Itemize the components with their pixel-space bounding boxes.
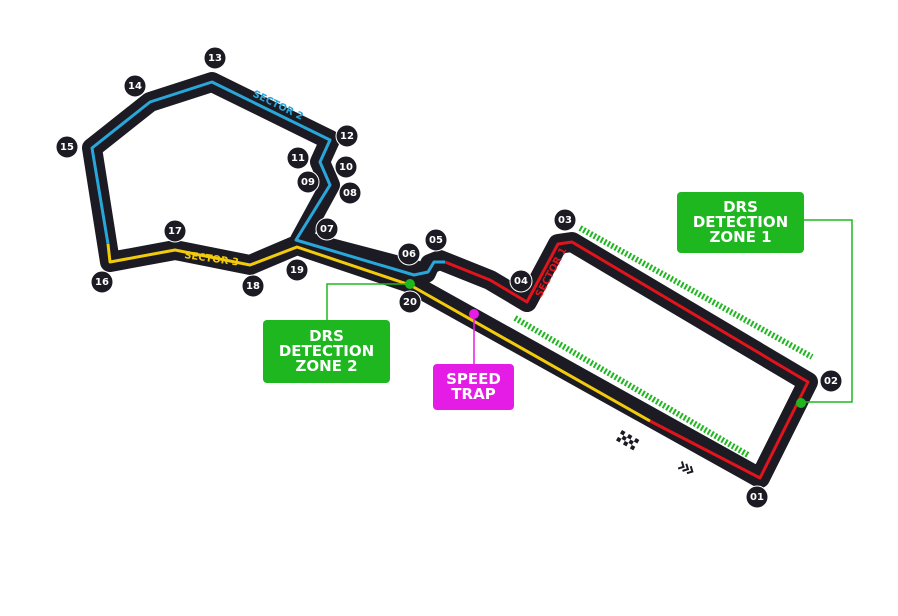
turn-number: 03 xyxy=(558,215,572,226)
turn-marker-circle xyxy=(553,208,577,232)
turn-marker: 01 xyxy=(745,485,769,509)
turn-marker-circle xyxy=(424,228,448,252)
turn-marker-circle xyxy=(123,74,147,98)
chequered-flag-icon xyxy=(616,430,640,451)
turn-marker: 11 xyxy=(286,146,310,170)
sector-2-line xyxy=(90,80,445,277)
turn-marker: 10 xyxy=(334,155,358,179)
turn-marker-circle xyxy=(203,46,227,70)
turn-number: 10 xyxy=(339,162,353,173)
drs-zone-1-marker xyxy=(578,225,814,360)
drs-zone-1-line2: DETECTION xyxy=(692,213,789,231)
turn-number: 17 xyxy=(168,226,182,237)
direction-chevrons-icon xyxy=(677,461,694,475)
turn-number: 04 xyxy=(514,276,528,287)
drs-zone-1-line1: DRS xyxy=(723,198,758,216)
turn-marker-circle xyxy=(286,146,310,170)
speed-trap-label: SPEED TRAP xyxy=(433,364,514,410)
turn-number: 07 xyxy=(320,224,334,235)
turn-marker: 04 xyxy=(509,269,533,293)
turn-marker: 09 xyxy=(296,170,320,194)
drs-zone-1-point xyxy=(796,398,806,408)
turn-marker: 03 xyxy=(553,208,577,232)
turn-marker: 18 xyxy=(241,274,265,298)
turn-number: 18 xyxy=(246,281,260,292)
turn-marker: 20 xyxy=(398,290,422,314)
turn-marker: 19 xyxy=(285,258,309,282)
turn-marker-circle xyxy=(296,170,320,194)
turn-number: 08 xyxy=(343,188,357,199)
turn-marker-circle xyxy=(398,290,422,314)
turn-marker: 14 xyxy=(123,74,147,98)
turn-marker-circle xyxy=(315,217,339,241)
turn-number: 01 xyxy=(750,492,764,503)
turn-marker-circle xyxy=(241,274,265,298)
turn-number: 06 xyxy=(402,249,416,260)
turn-marker: 08 xyxy=(338,181,362,205)
track-outline xyxy=(82,72,818,488)
turn-marker-circle xyxy=(335,124,359,148)
turn-marker: 12 xyxy=(335,124,359,148)
turn-marker-circle xyxy=(55,135,79,159)
turn-number: 11 xyxy=(291,153,305,164)
turn-marker-circle xyxy=(285,258,309,282)
turn-marker: 13 xyxy=(203,46,227,70)
turn-marker-circle xyxy=(90,270,114,294)
turn-number: 15 xyxy=(60,142,74,153)
speed-trap-line2: TRAP xyxy=(451,385,496,403)
turn-marker-circle xyxy=(163,219,187,243)
turn-marker-circle xyxy=(509,269,533,293)
turn-number: 16 xyxy=(95,277,109,288)
sector-1-line xyxy=(444,240,810,480)
turn-marker-circle xyxy=(819,369,843,393)
turn-number: 09 xyxy=(301,177,315,188)
drs-zone-2-line3: ZONE 2 xyxy=(295,357,358,375)
turn-number: 05 xyxy=(429,235,443,246)
drs-zone-1-connector xyxy=(801,219,853,403)
turn-number: 19 xyxy=(290,265,304,276)
turn-number: 02 xyxy=(824,376,838,387)
drs-zone-2-line2: DETECTION xyxy=(278,342,375,360)
drs-zone-1-line3: ZONE 1 xyxy=(709,228,772,246)
speed-trap-point xyxy=(469,309,479,319)
turn-marker: 05 xyxy=(424,228,448,252)
turn-marker: 16 xyxy=(90,270,114,294)
turn-marker: 02 xyxy=(819,369,843,393)
turn-marker: 06 xyxy=(397,242,421,266)
drs-detection-zone-2-label: DRS DETECTION ZONE 2 xyxy=(263,320,390,383)
turn-marker: 07 xyxy=(315,217,339,241)
drs-zone-2-line1: DRS xyxy=(309,327,344,345)
turn-number: 12 xyxy=(340,131,354,142)
turn-number: 20 xyxy=(403,297,417,308)
turn-marker: 17 xyxy=(163,219,187,243)
turn-number: 13 xyxy=(208,53,222,64)
drs-detection-zone-1-label: DRS DETECTION ZONE 1 xyxy=(677,192,804,253)
drs-zone-2-point xyxy=(405,279,415,289)
turn-marker-circle xyxy=(745,485,769,509)
speed-trap-line1: SPEED xyxy=(446,370,501,388)
turn-marker-circle xyxy=(397,242,421,266)
turn-marker-circle xyxy=(338,181,362,205)
turn-number: 14 xyxy=(128,81,142,92)
drs-zone-2-connector xyxy=(326,283,410,320)
drs-zone-2-marker xyxy=(513,315,750,458)
turn-marker-circle xyxy=(334,155,358,179)
turn-marker: 15 xyxy=(55,135,79,159)
